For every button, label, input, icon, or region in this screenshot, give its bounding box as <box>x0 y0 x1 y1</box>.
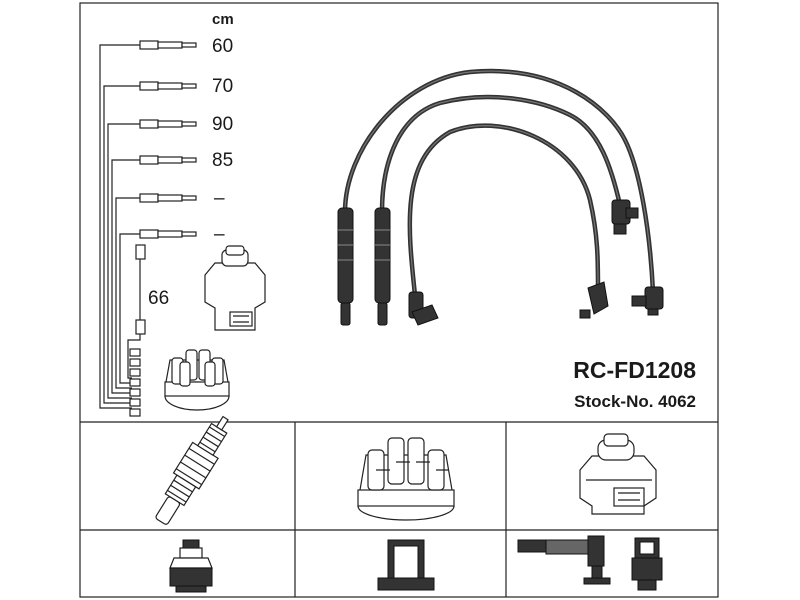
coil-cable-length: 66 <box>148 288 169 309</box>
ignition-cable-1 <box>342 68 656 295</box>
spark-plug-terminal-icon <box>169 539 213 593</box>
cable-length-1: 60 <box>212 36 233 57</box>
angled-boot-icon <box>517 535 611 585</box>
cable-length-6: – <box>214 224 225 245</box>
length-unit-label: cm <box>212 11 234 28</box>
cable-set-illustration <box>337 68 664 326</box>
cable-length-3: 90 <box>212 114 233 135</box>
product-code: RC-FD1208 <box>573 357 696 383</box>
distributor-cap-icon <box>357 437 455 521</box>
lead-connector-2 <box>139 81 197 91</box>
cable-length-5: – <box>214 188 225 209</box>
distributor-boot-1 <box>579 281 609 319</box>
ignition-coil-icon <box>579 433 657 515</box>
cable-length-2: 70 <box>212 76 233 97</box>
lead-connector-1 <box>139 40 197 50</box>
lead-connector-3 <box>139 119 197 129</box>
distributor-terminal-icon <box>377 539 435 591</box>
coil-terminal-icon <box>631 537 663 591</box>
coil-lead-connector-bottom <box>135 319 146 335</box>
cable-length-4: 85 <box>212 150 233 171</box>
lead-end-connectors <box>135 40 197 335</box>
ignition-cable-3 <box>407 123 601 298</box>
distributor-boot-3 <box>611 199 639 235</box>
spark-plug-boot-angled <box>408 291 439 326</box>
distributor-boot-2 <box>631 286 664 316</box>
lead-connector-6 <box>139 229 197 239</box>
frame <box>79 2 719 598</box>
lead-connector-4 <box>139 155 197 165</box>
ignition-coil-small-icon <box>204 245 266 331</box>
distributor-cap-small-icon <box>164 349 230 411</box>
distributor-terminal-connectors <box>129 348 141 417</box>
spark-plug-icon <box>155 415 229 525</box>
spark-plug-boot-2 <box>374 207 391 326</box>
spark-plug-boot-1 <box>337 207 354 326</box>
lead-lines <box>99 44 141 409</box>
cable-length-schematic: cm 60 <box>99 11 266 417</box>
stock-number: Stock-No. 4062 <box>574 392 696 411</box>
lead-connector-5 <box>139 193 197 203</box>
coil-lead-connector-top <box>135 244 146 260</box>
